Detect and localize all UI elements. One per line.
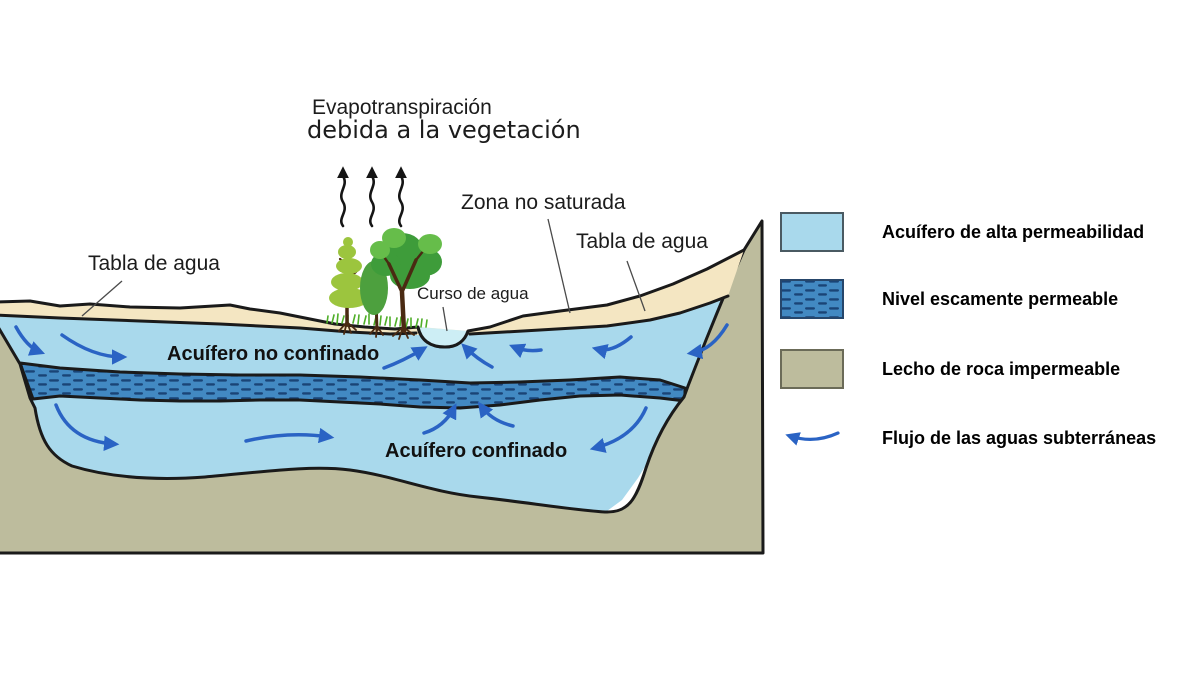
- bedrock: [0, 219, 765, 555]
- leader-lines: [81, 218, 646, 332]
- label-tabla-de-agua-left: Tabla de agua: [88, 252, 220, 275]
- legend-swatch-aquifer: [780, 212, 844, 252]
- groundwater-flow-arrows: [14, 323, 729, 453]
- evapotranspiration-arrows-icon: [337, 166, 407, 228]
- legend-label: Nivel escamente permeable: [882, 289, 1119, 309]
- legend-label: Flujo de las aguas subterráneas: [882, 428, 1157, 448]
- grass: [326, 313, 428, 328]
- water-table-line: [468, 294, 730, 336]
- legend-swatch-rock: [780, 349, 844, 389]
- stream: [416, 326, 470, 349]
- legend-item-bedrock: Lecho de roca impermeable: [780, 349, 1200, 393]
- label-curso-de-agua: Curso de agua: [417, 284, 529, 303]
- water-table-line: [0, 313, 418, 336]
- legend-label: Acuífero de alta permeabilidad: [882, 222, 1145, 242]
- tree-big: [370, 228, 442, 334]
- vegetation: [326, 228, 442, 340]
- title-vegetation: debida a la vegetación: [307, 116, 581, 144]
- label-acuifero-confinado: Acuífero confinado: [385, 440, 568, 462]
- legend-swatch-dashed-band: [780, 279, 844, 319]
- label-acuifero-no-confinado: Acuífero no confinado: [167, 343, 380, 365]
- legend-item-high-permeability: Acuífero de alta permeabilidad: [780, 212, 1200, 256]
- label-zona-no-saturada: Zona no saturada: [461, 191, 626, 214]
- legend-item-flow: Flujo de las aguas subterráneas: [780, 424, 1200, 454]
- label-tabla-de-agua-right: Tabla de agua: [576, 230, 708, 253]
- legend-flow-arrow-icon: [785, 431, 840, 446]
- tree-light: [329, 237, 369, 327]
- legend-item-low-permeability: Nivel escamente permeable: [780, 279, 1200, 323]
- legend-label: Lecho de roca impermeable: [882, 359, 1121, 379]
- title-evapotranspiration: Evapotranspiración: [312, 96, 492, 119]
- low-permeability-band: [18, 361, 687, 410]
